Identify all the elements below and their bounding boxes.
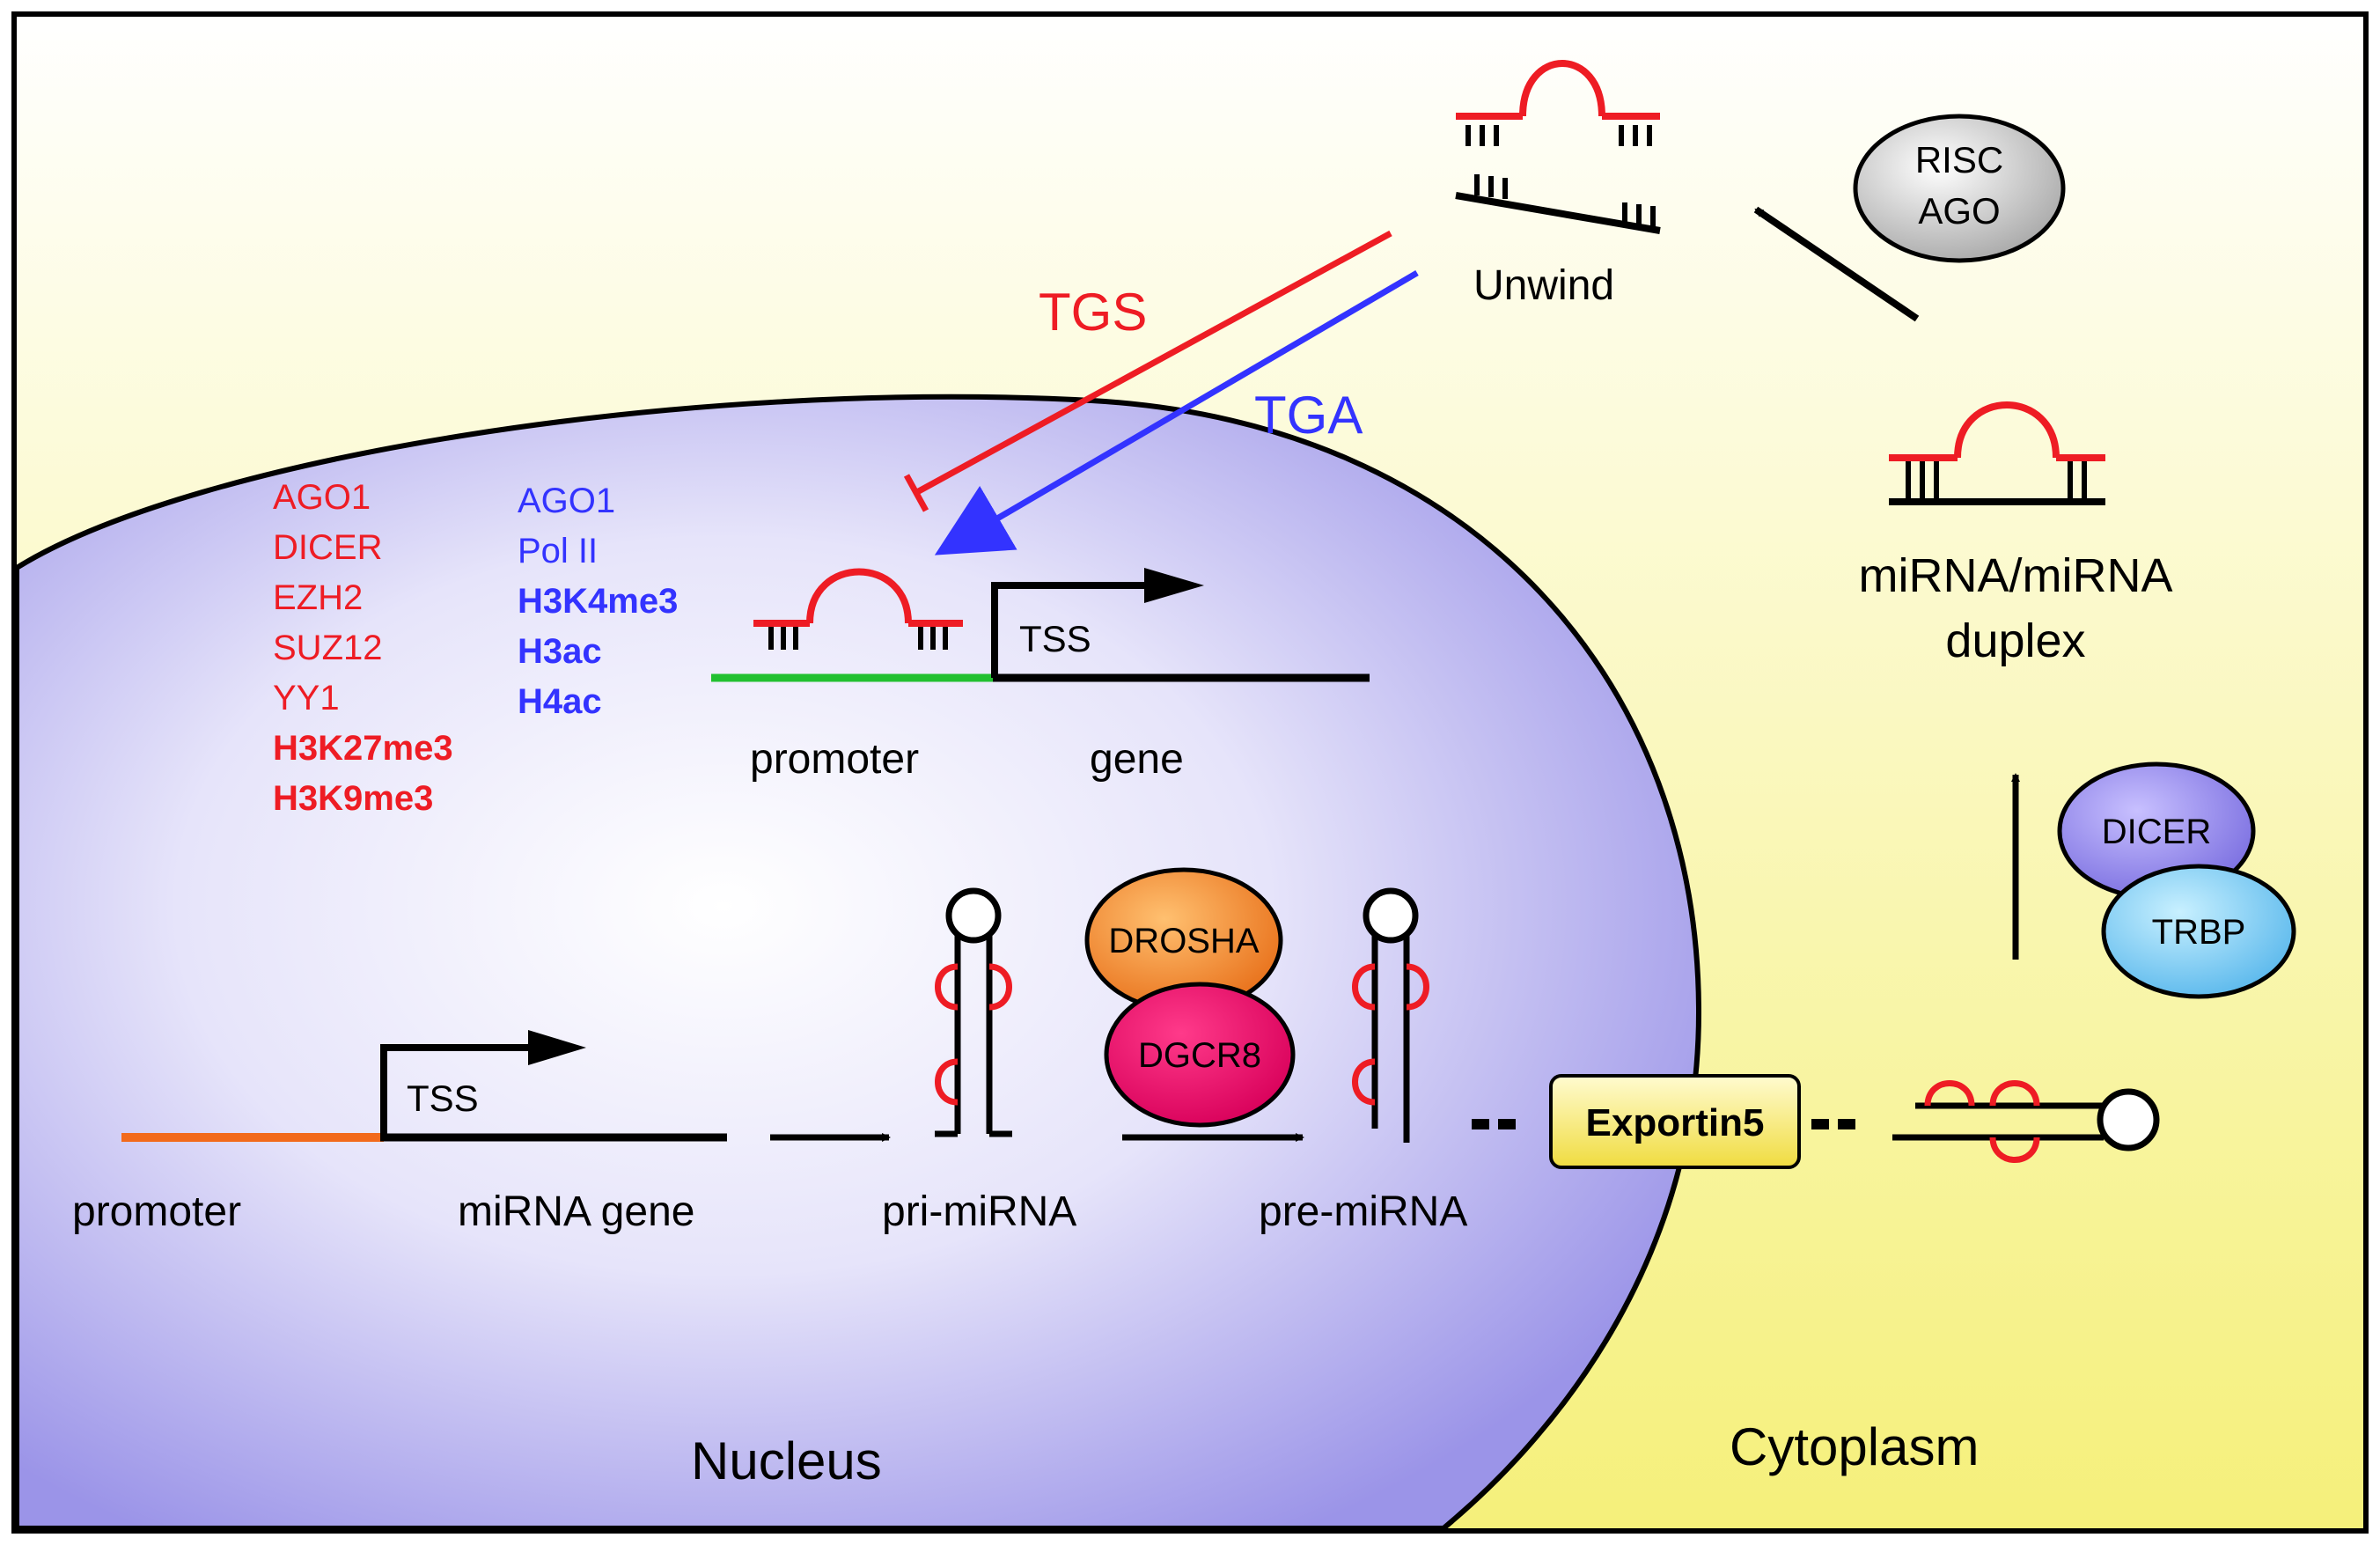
- ago-label: AGO: [1918, 190, 2000, 232]
- cytoplasmic-pre-mirna: [1892, 1080, 2160, 1163]
- exportin5: Exportin5: [1472, 1074, 1855, 1169]
- tgs-factor-list: AGO1 DICER EZH2 SUZ12 YY1 H3K27me3 H3K9m…: [273, 478, 453, 818]
- duplex-label-line2: duplex: [1945, 614, 2085, 667]
- mirna-tss-label: TSS: [407, 1078, 479, 1119]
- tga-factor: Pol II: [518, 532, 598, 570]
- target-tss-label: TSS: [1019, 618, 1091, 659]
- dicer-complex: DICER TRBP: [2057, 761, 2296, 999]
- duplex-label-line1: miRNA/miRNA: [1859, 549, 2173, 602]
- tgs-factor: DICER: [273, 528, 382, 567]
- tga-label: TGA: [1254, 386, 1363, 445]
- nucleus-label: Nucleus: [691, 1431, 882, 1490]
- drosha-complex: DROSHA DGCR8: [1084, 867, 1296, 1128]
- target-gene: [711, 568, 1370, 682]
- exportin5-label: Exportin5: [1586, 1101, 1765, 1144]
- tgs-factor: SUZ12: [273, 629, 383, 667]
- mirna-promoter-label: promoter: [72, 1188, 241, 1235]
- unwound-strands: [1455, 60, 1661, 234]
- tga-arrow: [934, 269, 1419, 555]
- risc-label: RISC: [1915, 139, 2003, 180]
- dgcr8-label: DGCR8: [1138, 1036, 1261, 1075]
- mirna-gene: [121, 1030, 727, 1142]
- tga-factor-list: AGO1 Pol II H3K4me3 H3ac H4ac: [518, 482, 678, 721]
- trbp-label: TRBP: [2152, 913, 2246, 952]
- tgs-factor: YY1: [273, 679, 340, 717]
- tgs-label: TGS: [1039, 283, 1147, 342]
- nucleus-region: [14, 394, 1702, 1531]
- drosha-label: DROSHA: [1108, 922, 1259, 960]
- target-gene-label: gene: [1090, 736, 1184, 783]
- bound-mirna-duplex: [753, 568, 963, 650]
- tgs-factor: H3K27me3: [273, 729, 453, 768]
- pre-mirna-label: pre-miRNA: [1259, 1188, 1467, 1235]
- tgs-factor: H3K9me3: [273, 779, 433, 818]
- tga-factor: H3ac: [518, 632, 602, 671]
- cytoplasm-label: Cytoplasm: [1730, 1417, 1979, 1476]
- pri-mirna-label: pri-miRNA: [882, 1188, 1076, 1235]
- tgs-factor: AGO1: [273, 478, 371, 517]
- target-promoter-label: promoter: [750, 736, 919, 783]
- pri-mirna-hairpin: [935, 887, 1012, 1137]
- risc-complex: RISC AGO: [1853, 114, 2066, 263]
- dicer-label: DICER: [2102, 813, 2211, 851]
- tga-factor: AGO1: [518, 482, 615, 520]
- mirna-gene-label: miRNA gene: [458, 1188, 694, 1235]
- tga-factor: H3K4me3: [518, 582, 678, 621]
- tgs-arrow: [903, 230, 1392, 512]
- unwinding-arrow: [1753, 206, 1920, 322]
- mirna-duplex: [1889, 401, 2105, 505]
- pre-mirna-hairpin: [1352, 887, 1429, 1143]
- unwind-label: Unwind: [1473, 262, 1614, 309]
- tgs-factor: EZH2: [273, 578, 363, 617]
- tga-factor: H4ac: [518, 682, 602, 721]
